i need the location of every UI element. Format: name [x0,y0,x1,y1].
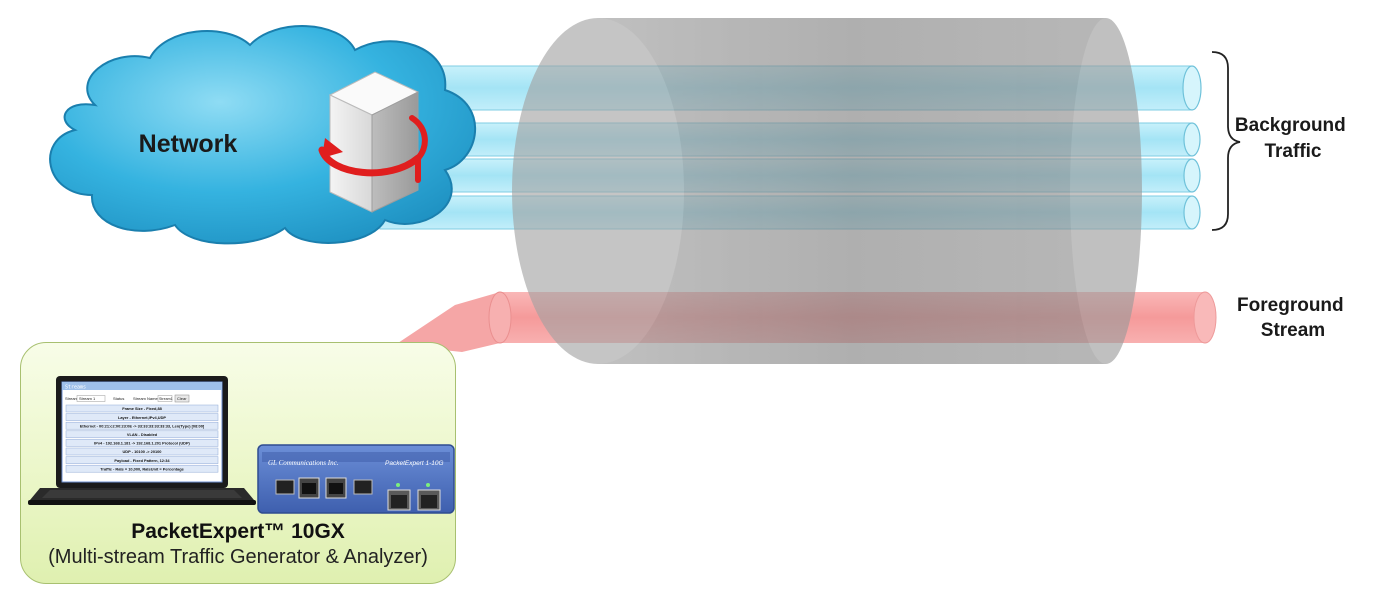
network-tunnel [512,18,1142,364]
router-icon [318,71,428,213]
foreground-stream-label: Foreground Stream [1237,295,1349,341]
network-label: Network [139,130,238,158]
product-title: PacketExpert™ 10GX [131,520,345,543]
product-subtitle: (Multi-stream Traffic Generator & Analyz… [48,546,428,568]
background-traffic-label: Background Traffic [1235,115,1351,162]
background-bracket [1211,51,1241,231]
